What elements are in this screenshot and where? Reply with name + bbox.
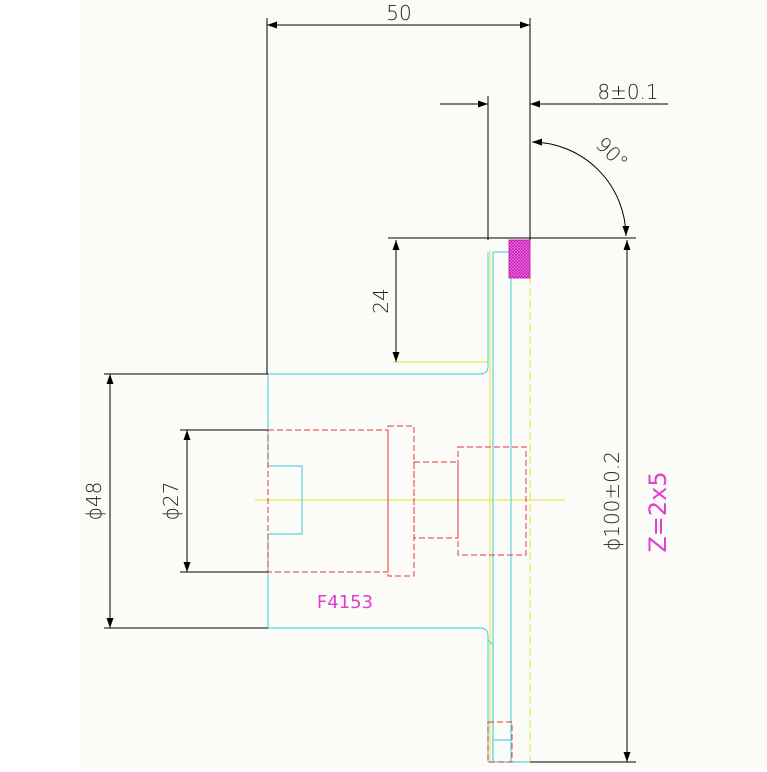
- flange-bore-hidden: [457, 446, 527, 556]
- flange-lower-corner: [487, 639, 494, 760]
- part-number-label: F4153: [317, 592, 373, 613]
- tooth-count-note: Z=2x5: [644, 471, 672, 552]
- angle-arc: [531, 138, 630, 237]
- centerlines: [255, 240, 565, 762]
- part-outline: [267, 251, 530, 763]
- hidden-lines: [267, 425, 527, 763]
- dim-text-24: 24: [369, 288, 393, 313]
- hub-profile: [267, 374, 489, 762]
- drawing-sheet: [80, 0, 767, 767]
- dim-text-50: 50: [386, 1, 411, 25]
- dim-text-48: ϕ48: [82, 482, 106, 521]
- dim-text-27: ϕ27: [159, 482, 183, 521]
- tooth-root-hidden: [487, 721, 513, 763]
- tooth-section-hatch: [508, 239, 531, 279]
- bore-hidden: [267, 429, 389, 573]
- hub-top-edge: [268, 252, 489, 375]
- dim-text-tooth-width: 8±0.1: [597, 80, 658, 104]
- dim-text-100: ϕ100±0.2: [600, 451, 624, 551]
- dimension-geometry: [104, 18, 668, 763]
